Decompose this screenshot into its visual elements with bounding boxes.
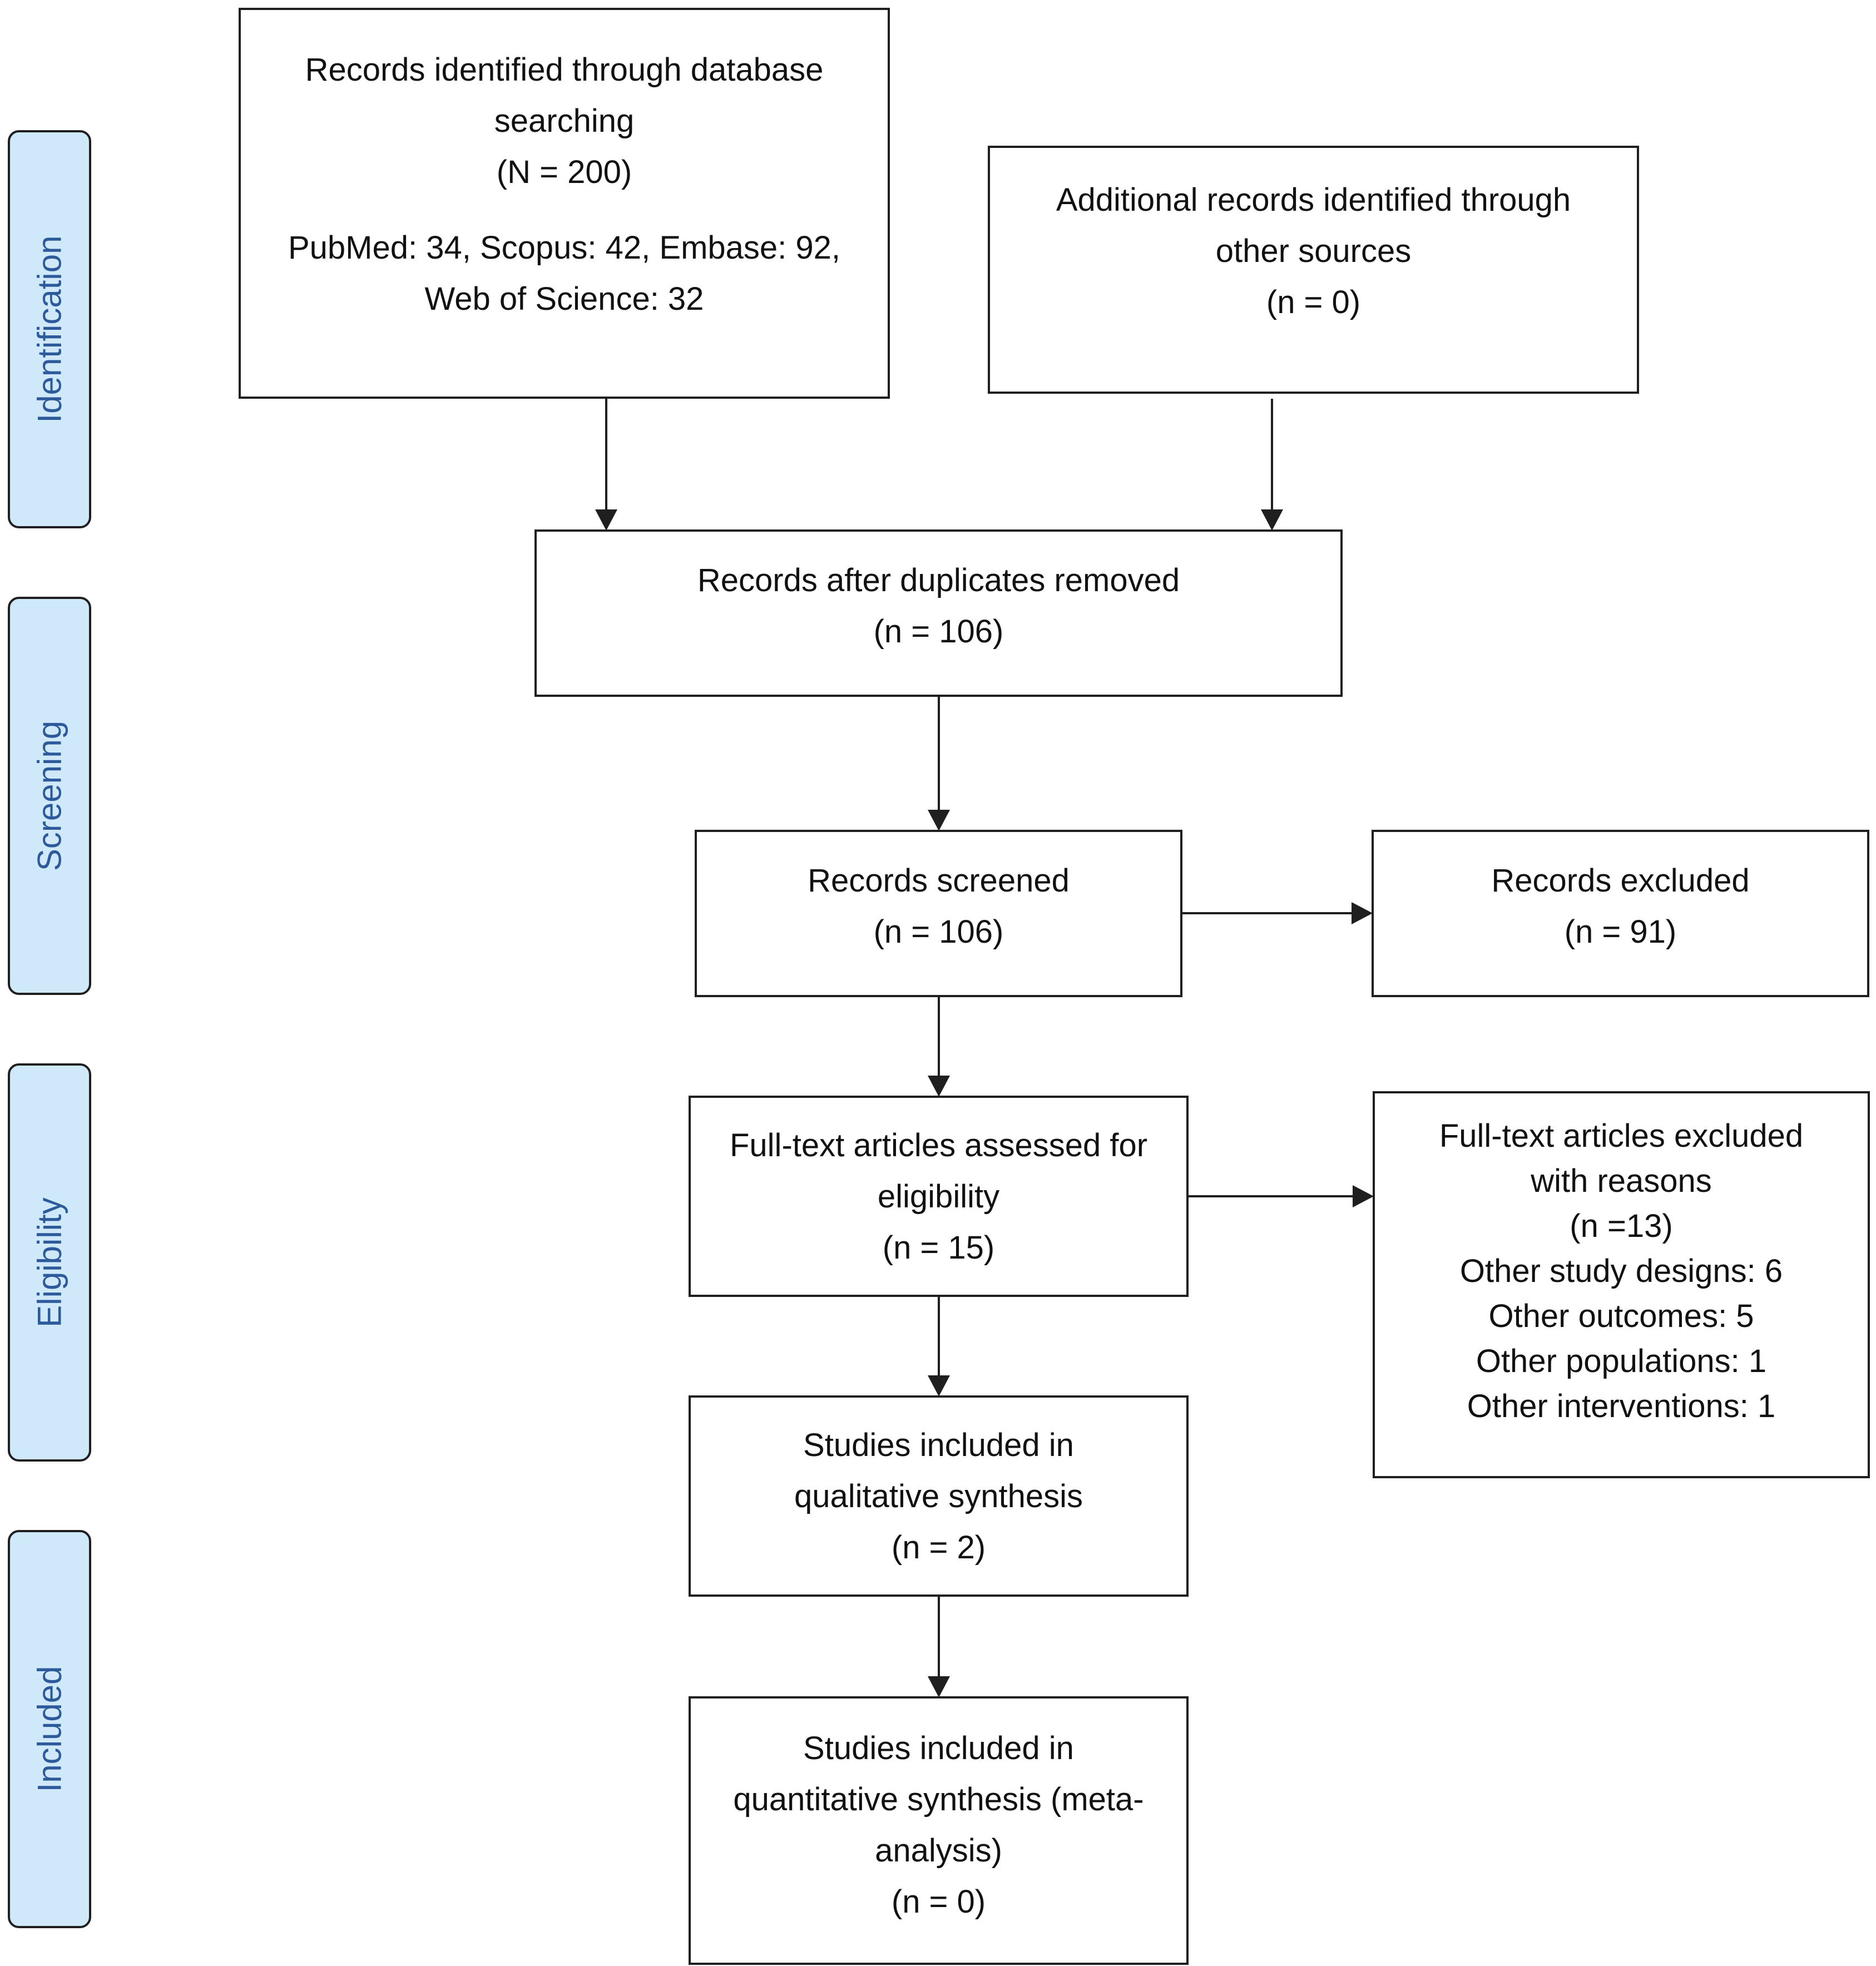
box-text-line: Records identified through database — [305, 52, 824, 88]
arrowhead-qualitative — [928, 1375, 950, 1396]
arrowhead-fulltext — [928, 1076, 950, 1097]
box-text-line: Full-text articles assessed for — [729, 1127, 1148, 1163]
box-text-line: Additional records identified through — [1056, 182, 1571, 218]
box-count: (n =13) — [1570, 1208, 1673, 1244]
box-text-line: with reasons — [1531, 1163, 1712, 1199]
box-text-line: analysis) — [875, 1833, 1002, 1869]
box-text-line: quantitative synthesis (meta- — [733, 1781, 1144, 1818]
box-fulltext-excluded: Full-text articles excluded with reasons… — [1373, 1091, 1870, 1478]
box-count: (n = 106) — [873, 914, 1004, 950]
phase-eligibility: Eligibility — [8, 1063, 91, 1462]
arrowhead-dedup — [928, 810, 950, 831]
box-duplicates-removed: Records after duplicates removed (n = 10… — [534, 529, 1343, 697]
arrowhead-ft-excluded — [1353, 1185, 1374, 1207]
box-text-line: other sources — [1215, 233, 1412, 269]
box-fulltext-assessed: Full-text articles assessed for eligibil… — [689, 1096, 1189, 1297]
box-text-line: Records excluded — [1491, 863, 1750, 899]
box-text-line: Full-text articles excluded — [1439, 1118, 1804, 1154]
arrowhead-excluded — [1352, 902, 1373, 924]
exclusion-reason: Other study designs: 6 — [1459, 1253, 1783, 1289]
phase-included: Included — [8, 1530, 91, 1928]
exclusion-reason: Other outcomes: 5 — [1488, 1298, 1754, 1334]
box-records-identified: Records identified through database sear… — [239, 8, 890, 399]
box-source-breakdown: PubMed: 34, Scopus: 42, Embase: 92, — [288, 230, 841, 266]
exclusion-reason: Other interventions: 1 — [1467, 1388, 1776, 1424]
arrowhead-additional — [1261, 509, 1283, 531]
box-count: (n = 0) — [1266, 284, 1361, 320]
box-count: (n = 2) — [891, 1529, 986, 1566]
phase-screening: Screening — [8, 597, 91, 995]
box-count: (n = 0) — [891, 1884, 986, 1920]
box-source-breakdown: Web of Science: 32 — [424, 281, 704, 317]
box-count: (n = 15) — [882, 1230, 995, 1266]
box-records-excluded: Records excluded (n = 91) — [1372, 830, 1869, 997]
box-count: (n = 91) — [1564, 914, 1677, 950]
box-records-screened: Records screened (n = 106) — [695, 830, 1182, 997]
phase-identification: Identification — [8, 130, 91, 528]
box-text-line: eligibility — [877, 1178, 1000, 1215]
arrowhead-quantitative — [928, 1676, 950, 1697]
box-count: (N = 200) — [496, 154, 632, 190]
box-qualitative-synthesis: Studies included in qualitative synthesi… — [689, 1395, 1189, 1597]
box-count: (n = 106) — [873, 613, 1004, 650]
box-text-line: Studies included in — [803, 1427, 1074, 1463]
box-quantitative-synthesis: Studies included in quantitative synthes… — [689, 1696, 1189, 1965]
box-text-line: searching — [494, 103, 635, 139]
box-additional-records: Additional records identified through ot… — [988, 146, 1639, 394]
box-text-line: Records screened — [808, 863, 1070, 899]
box-text-line: qualitative synthesis — [794, 1478, 1083, 1514]
box-text-line: Studies included in — [803, 1730, 1074, 1766]
box-text-line: Records after duplicates removed — [697, 562, 1180, 598]
arrowhead-identified — [595, 509, 617, 531]
exclusion-reason: Other populations: 1 — [1476, 1343, 1767, 1379]
